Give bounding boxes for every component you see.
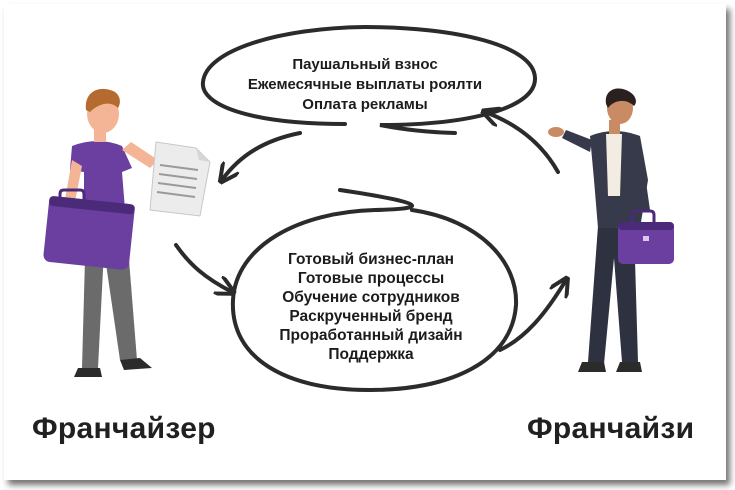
franchisee-briefcase-icon — [618, 209, 674, 264]
benefit-item: Поддержка — [328, 346, 414, 363]
franchisor-payments-list: Паушальный взнос Ежемесячные выплаты роя… — [215, 55, 515, 115]
top-bubble — [200, 24, 538, 135]
arrow-to-franchisee — [498, 280, 566, 352]
franchisor-label: Франчайзер — [32, 412, 216, 445]
benefit-item: Готовый бизнес-план — [287, 251, 455, 268]
franchisor-figure — [64, 88, 166, 377]
bottom-bubble — [230, 188, 519, 393]
benefit-item: Проработанный дизайн — [279, 327, 463, 344]
franchisee-benefits-list: Готовый бизнес-план Готовые процессы Обу… — [236, 250, 506, 364]
franchisor-briefcase-icon — [43, 188, 135, 270]
benefit-item: Раскрученный бренд — [289, 308, 453, 325]
arrow-to-franchisor — [222, 131, 302, 180]
arrow-from-franchisee — [485, 112, 560, 174]
franchisee-label: Франчайзи — [527, 412, 695, 445]
arrow-from-franchisor — [174, 243, 232, 292]
benefit-item: Готовые процессы — [297, 270, 445, 287]
payment-item: Паушальный взнос — [292, 56, 438, 73]
benefit-item: Обучение сотрудников — [282, 289, 460, 306]
payment-item: Ежемесячные выплаты роялти — [247, 76, 483, 93]
document-icon — [149, 141, 211, 217]
payment-item: Оплата рекламы — [302, 96, 428, 113]
